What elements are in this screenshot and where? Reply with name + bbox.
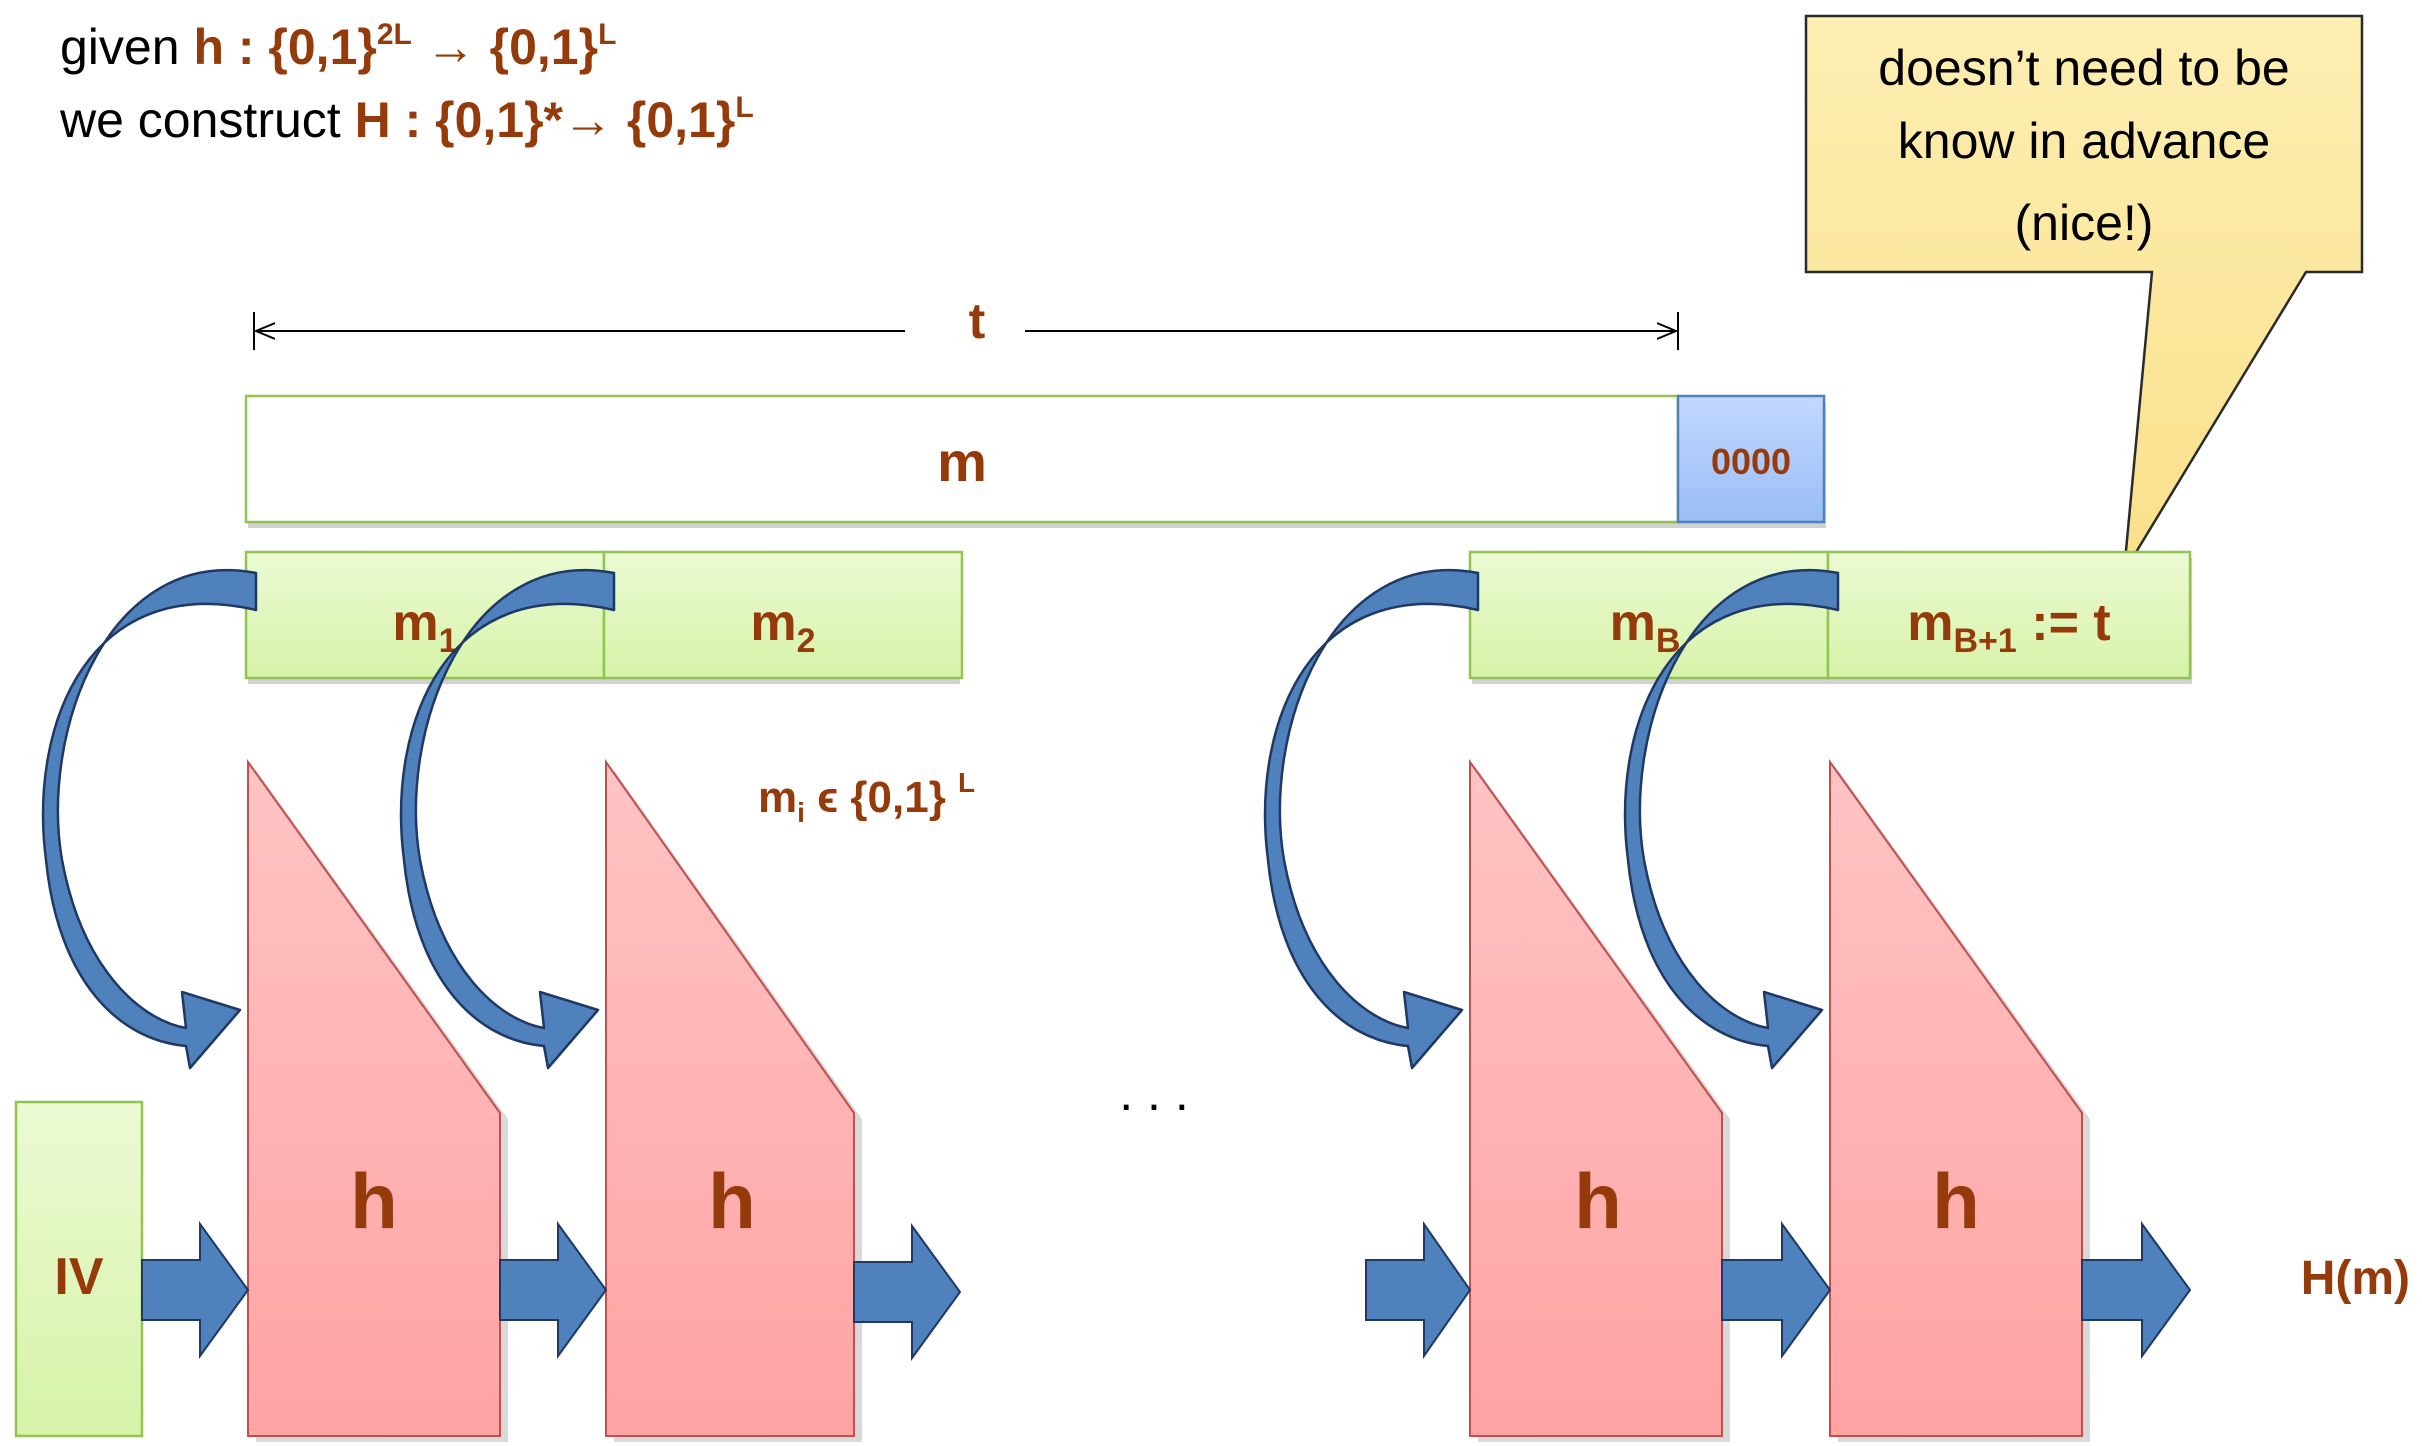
feed-arrow-3 (1263, 569, 1480, 1070)
iv-label: IV (54, 1248, 103, 1306)
message-blocks: m1 m2 mB mB+1 := t (244, 550, 2192, 684)
block-m1-label: m1 (392, 594, 457, 660)
compressor-shape (1469, 758, 1723, 1437)
message-bar: m 0000 (244, 394, 1826, 528)
feed-arrow-4 (1623, 569, 1840, 1070)
chain-arrow-1 (499, 1220, 608, 1360)
chain-arrow-4 (1721, 1220, 1832, 1360)
compressor-label: h (350, 1157, 398, 1245)
compressor-shape (1829, 758, 2083, 1437)
feed-arrows (41, 569, 1840, 1070)
callout-line-1: doesn’t need to be (1878, 40, 2289, 96)
header-line-1: given h : {0,1}2L → {0,1}L (60, 18, 616, 75)
compressor-1: h (247, 758, 508, 1442)
block-mB-label: mB (1610, 594, 1681, 660)
chain-arrow-iv (141, 1220, 250, 1360)
padding-box (1676, 394, 1826, 524)
feed-arrow-1 (41, 569, 258, 1070)
length-dimension: t (253, 293, 1679, 350)
iv: IV (14, 1100, 144, 1438)
output-label: H(m) (2301, 1252, 2410, 1305)
chain-arrow-3 (1365, 1220, 1472, 1360)
callout: doesn’t need to be know in advance (nice… (1804, 14, 2364, 573)
compressor-shape (605, 758, 855, 1437)
compressor-2: h (605, 758, 862, 1442)
padding-label: 0000 (1711, 441, 1791, 482)
length-label: t (969, 293, 986, 349)
compressor-label: h (1574, 1157, 1622, 1245)
callout-bubble (1804, 14, 2364, 573)
feed-arrow-2 (399, 569, 616, 1070)
compressor-shape (247, 758, 501, 1437)
block-m2 (602, 550, 964, 680)
block-note: mi ϵ {0,1} L (758, 767, 975, 828)
block-mB1-label: mB+1 := t (1907, 594, 2110, 660)
block-mB1 (1826, 550, 2192, 680)
block-m1 (244, 550, 606, 680)
compressor-4: h (1829, 758, 2090, 1442)
callout-line-3: (nice!) (2015, 195, 2154, 251)
compressor-label: h (1932, 1157, 1980, 1245)
block-mB (1468, 550, 1830, 680)
iv-box (14, 1100, 144, 1438)
message-label: m (937, 430, 987, 493)
block-m2-label: m2 (750, 594, 815, 660)
callout-line-2: know in advance (1898, 113, 2270, 169)
header-line-2: we construct H : {0,1}*→ {0,1}L (59, 91, 754, 148)
chain-arrows (141, 1220, 2192, 1362)
chain-arrow-2 (853, 1222, 962, 1362)
compressor-label: h (708, 1157, 756, 1245)
chain-arrow-out (2081, 1220, 2192, 1360)
message-box (244, 394, 1680, 524)
compressor-3: h (1469, 758, 1730, 1442)
ellipsis: . . . (1119, 1065, 1188, 1121)
